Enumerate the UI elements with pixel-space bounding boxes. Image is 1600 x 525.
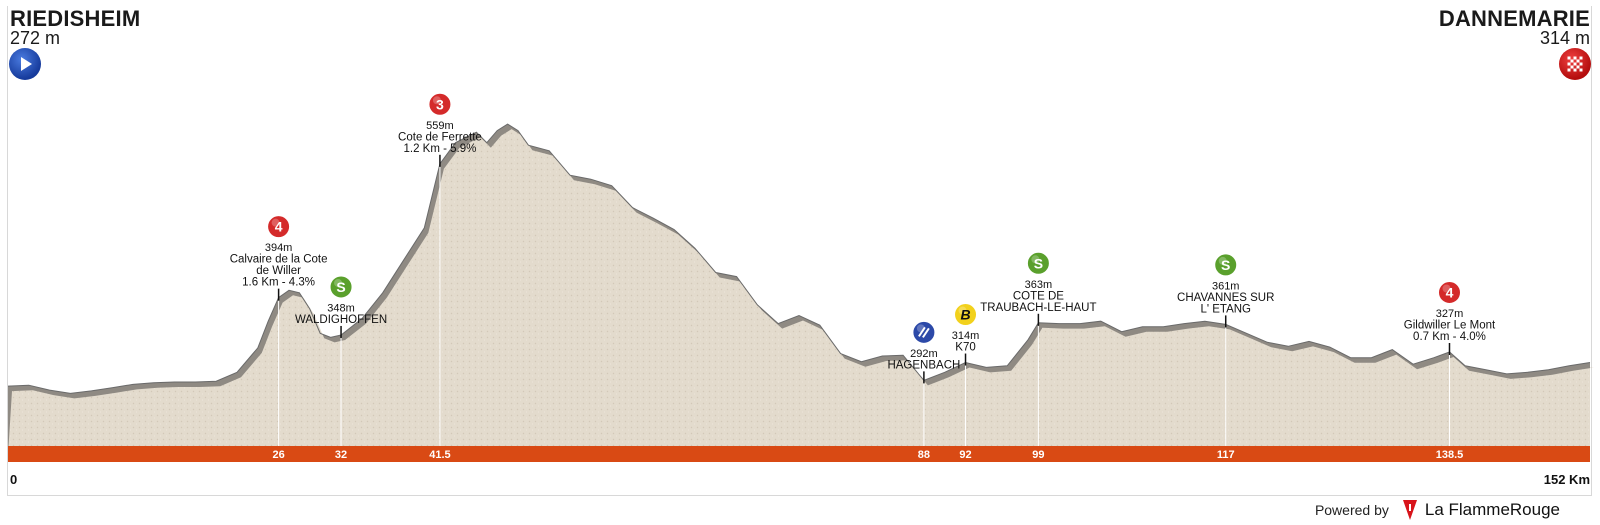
marker-name-label: 1.2 Km - 5.9% [403,143,476,155]
marker-icon-gloss [1442,284,1451,293]
climb-marker-icon: 4 [267,215,291,239]
checker-square [1567,62,1571,66]
feed-marker-icon [912,320,936,344]
feed-stripe [918,326,926,337]
start-play-icon-glyph [21,57,32,71]
marker-icon-letter: B [960,307,970,323]
marker-icon-circle [428,92,452,116]
marker-icon-circle [329,275,353,299]
marker-km-label: 92 [959,449,971,461]
marker-icon-gloss [432,96,441,105]
axis-start-label: 0 [10,472,17,487]
marker-icon-letter: 4 [275,219,283,235]
finish-checkered-flag-icon [1559,48,1591,80]
checker-square [1573,56,1577,60]
distance-bar [8,446,1590,462]
marker-name-label: TRAUBACH-LE-HAUT [980,302,1096,314]
marker-icon-letter: 3 [436,96,444,112]
checker-square [1579,68,1583,72]
marker-altitude-label: 292m [910,348,938,360]
marker-icon-letter: S [1221,257,1230,273]
checker-square [1579,62,1583,66]
sprint-marker-icon: S [1026,251,1050,275]
marker-name-label: Calvaire de la Cote [230,254,328,266]
marker-icon-gloss [1218,256,1227,265]
finish-town-name: DANNEMARIE [1438,6,1590,31]
sprint-marker-icon: S [329,275,353,299]
marker-icon-letter: S [336,279,345,295]
marker-km-label: 88 [918,449,930,461]
marker-altitude-label: 559m [426,120,454,132]
marker-altitude-label: 327m [1436,308,1464,320]
checker-square [1573,62,1577,66]
feed-stripe [922,327,930,338]
marker-km-label: 41.5 [429,449,450,461]
bonus-marker-icon: B [954,303,978,327]
marker-name-label: L' ETANG [1200,303,1251,315]
marker-icon-circle [954,303,978,327]
marker-altitude-label: 314m [952,330,980,342]
marker-icon-gloss [334,278,343,287]
marker-name-label: COTE DE [1013,290,1064,302]
checker-square [1576,65,1580,69]
checkered-flag-glyph [1567,56,1583,72]
brand-name: La FlammeRouge [1424,500,1560,519]
marker-name-label: HAGENBACH [887,359,960,371]
marker-name-label: K70 [955,342,975,354]
marker-icon-letter: 4 [1446,284,1454,300]
terrain-area [8,129,1594,455]
checker-square [1579,56,1583,60]
checker-square [1573,68,1577,72]
marker-altitude-label: 361m [1212,280,1240,292]
marker-icon-gloss [271,218,280,227]
checker-square [1570,59,1574,63]
marker-km-label: 138.5 [1436,449,1464,461]
marker-altitude-label: 394m [265,242,293,254]
climb-marker-icon: 4 [1437,280,1461,304]
marker-icon-circle [1214,253,1238,277]
marker-name-label: Cote de Ferrette [398,131,482,143]
powered-by-label: Powered by [1314,502,1389,518]
sprint-marker-icon: S [1214,253,1238,277]
marker-altitude-label: 363m [1025,279,1053,291]
marker-km-label: 99 [1032,449,1044,461]
marker-name-label: WALDIGHOFFEN [295,314,387,326]
start-altitude: 272 m [10,28,61,48]
marker-km-label: 26 [272,449,284,461]
flamme-rouge-logo-icon [1402,500,1417,520]
marker-name-label: Gildwiller Le Mont [1404,319,1496,331]
finish-altitude: 314 m [1539,28,1590,48]
chart-frame [7,6,1592,496]
marker-name-label: CHAVANNES SUR [1177,292,1274,304]
marker-km-label: 32 [335,449,347,461]
axis-end-label: 152 Km [1544,472,1590,487]
marker-icon-circle [1437,280,1461,304]
marker-name-label: de Willer [256,265,301,277]
marker-icon-circle [1026,251,1050,275]
start-town-name: RIEDISHEIM [10,6,141,31]
marker-km-label: 117 [1217,449,1235,461]
checker-square [1567,56,1571,60]
marker-altitude-label: 348m [327,302,355,314]
checker-square [1576,59,1580,63]
marker-icon-circle [267,215,291,239]
marker-name-label: 1.6 Km - 4.3% [242,277,315,289]
marker-name-label: 0.7 Km - 4.0% [1413,331,1486,343]
marker-icon-circle [912,320,936,344]
checker-square [1567,68,1571,72]
marker-icon-gloss [958,306,967,315]
start-play-icon [9,48,41,80]
climb-marker-icon: 3 [428,92,452,116]
branding: Powered by La FlammeRouge [1315,498,1560,522]
marker-icon-gloss [1031,255,1040,264]
marker-icon-letter: S [1034,255,1043,271]
checker-square [1570,65,1574,69]
